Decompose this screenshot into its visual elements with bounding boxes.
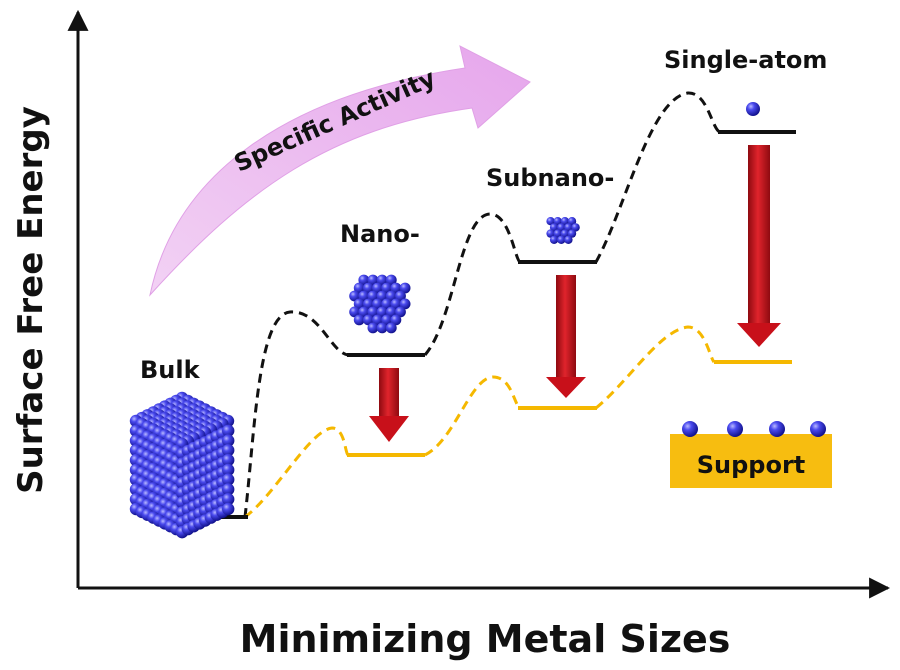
atom xyxy=(399,298,411,310)
lower-energy-curve xyxy=(244,325,716,519)
atom xyxy=(553,217,562,226)
nano-drop-arrow xyxy=(369,368,409,442)
atom xyxy=(372,314,383,326)
atom xyxy=(557,223,566,232)
atom xyxy=(372,282,383,294)
bulk-label: Bulk xyxy=(140,356,201,384)
specific-activity-arrow xyxy=(149,45,531,297)
atom xyxy=(399,282,411,294)
atom xyxy=(358,306,370,318)
atom xyxy=(222,463,235,477)
upper-energy-curve xyxy=(243,91,721,518)
atom xyxy=(567,217,577,226)
atom xyxy=(376,306,388,318)
atom xyxy=(564,223,573,232)
atom xyxy=(363,314,374,326)
y-axis-title: Surface Free Energy xyxy=(11,106,51,494)
atom xyxy=(571,223,580,232)
atom xyxy=(363,298,374,310)
atom xyxy=(567,229,577,238)
single-atom-label: Single-atom xyxy=(664,46,827,74)
atom xyxy=(353,282,365,294)
atom xyxy=(367,306,379,318)
atom xyxy=(222,424,235,437)
atom xyxy=(385,322,397,334)
atom xyxy=(349,306,360,318)
atom xyxy=(549,235,559,244)
atom xyxy=(395,306,406,318)
single-atom-drop-arrow xyxy=(737,145,781,347)
atom xyxy=(367,322,379,334)
atom xyxy=(376,290,388,302)
atom xyxy=(546,229,555,238)
atom xyxy=(222,473,235,486)
atom xyxy=(385,274,397,286)
atom xyxy=(358,290,370,302)
atom xyxy=(564,235,573,244)
subnano-drop-arrow xyxy=(546,275,586,398)
atom xyxy=(553,229,562,238)
subnano-cluster xyxy=(546,217,580,244)
single-atom xyxy=(746,102,760,116)
atom xyxy=(381,282,393,294)
support-block xyxy=(670,434,832,488)
atom xyxy=(549,223,559,232)
x-axis-title: Minimizing Metal Sizes xyxy=(240,617,731,661)
atom xyxy=(390,282,402,294)
atom xyxy=(385,306,397,318)
atom xyxy=(376,274,388,286)
atom xyxy=(546,217,555,226)
atom xyxy=(557,235,566,244)
atom xyxy=(560,217,570,226)
atom xyxy=(381,314,393,326)
atom xyxy=(395,290,406,302)
atom xyxy=(560,229,570,238)
subnano-label: Subnano- xyxy=(486,164,614,192)
atom xyxy=(222,502,235,516)
nano-cluster xyxy=(349,274,411,334)
atom xyxy=(367,274,379,286)
atom xyxy=(367,290,379,302)
atom xyxy=(381,298,393,310)
atom xyxy=(222,444,235,457)
atom xyxy=(222,493,235,506)
atom xyxy=(222,434,235,447)
atom xyxy=(390,314,402,326)
supported-atoms xyxy=(682,421,826,437)
support-label: Support xyxy=(697,451,806,479)
atom xyxy=(222,483,235,496)
atom xyxy=(385,290,397,302)
nano-label: Nano- xyxy=(340,220,420,248)
atom xyxy=(376,322,388,334)
atom xyxy=(353,314,365,326)
atom xyxy=(390,298,402,310)
atom xyxy=(372,298,383,310)
bulk-cube xyxy=(129,391,235,539)
atom xyxy=(222,453,235,467)
atom xyxy=(349,290,360,302)
atom xyxy=(353,298,365,310)
atom xyxy=(358,274,370,286)
atom xyxy=(363,282,374,294)
